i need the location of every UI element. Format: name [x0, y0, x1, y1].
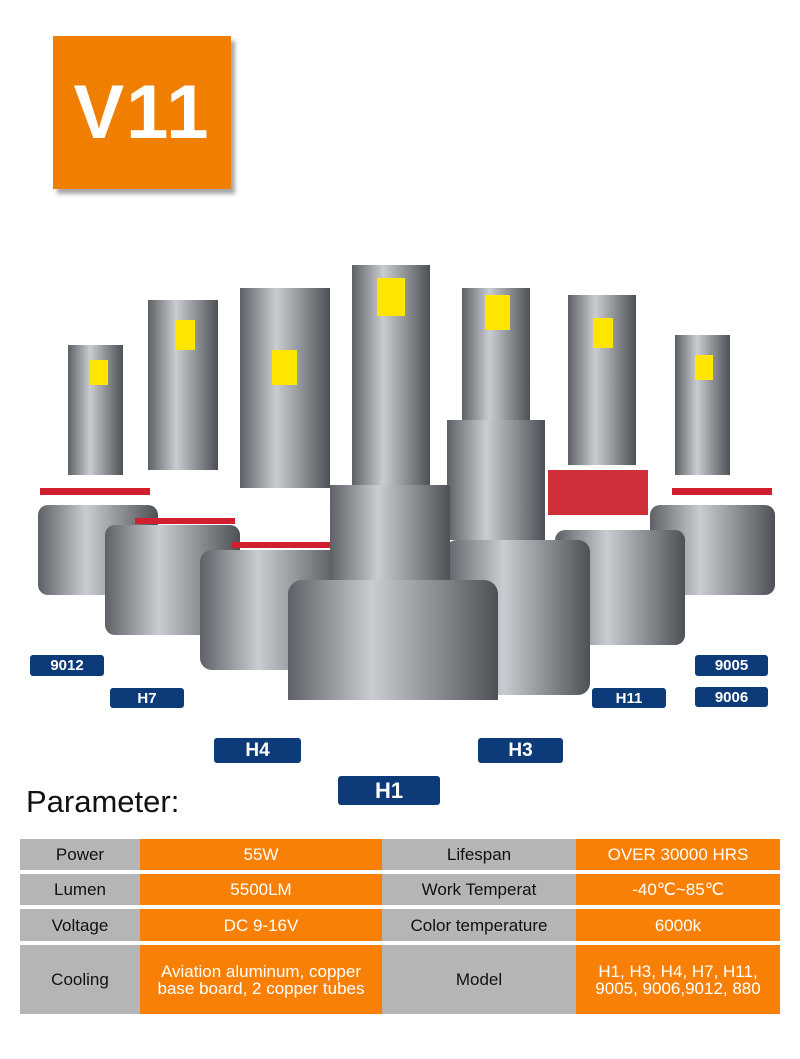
param-label: Lifespan [382, 839, 576, 870]
section-title: Parameter: [26, 784, 180, 819]
bulbs-illustration [38, 265, 775, 700]
param-value: DC 9-16V [140, 909, 382, 941]
param-value: OVER 30000 HRS [576, 839, 780, 870]
model-tag-9006: 9006 [695, 687, 768, 707]
param-label: Model [382, 945, 576, 1014]
param-value: Aviation aluminum, copper base board, 2 … [140, 945, 382, 1014]
model-tag-h3: H3 [478, 738, 563, 763]
table-row: Voltage DC 9-16V Color temperature 6000k [20, 909, 780, 941]
model-tag-9012: 9012 [30, 655, 104, 676]
model-tag-h7: H7 [110, 688, 184, 708]
bulb-h1 [288, 265, 498, 700]
model-tag-h4: H4 [214, 738, 301, 763]
model-tag-h11: H11 [592, 688, 666, 708]
param-value: -40℃~85℃ [576, 874, 780, 905]
param-label: Color temperature [382, 909, 576, 941]
param-value: H1, H3, H4, H7, H11, 9005, 9006,9012, 88… [576, 945, 780, 1014]
param-label: Power [20, 839, 140, 870]
param-value: 55W [140, 839, 382, 870]
param-value: 5500LM [140, 874, 382, 905]
param-label: Lumen [20, 874, 140, 905]
table-row: Power 55W Lifespan OVER 30000 HRS [20, 839, 780, 870]
model-tag-h1: H1 [338, 776, 440, 805]
param-value: 6000k [576, 909, 780, 941]
param-label: Cooling [20, 945, 140, 1014]
param-label: Work Temperat [382, 874, 576, 905]
param-label: Voltage [20, 909, 140, 941]
parameter-table: Power 55W Lifespan OVER 30000 HRS Lumen … [20, 835, 780, 1018]
table-row: Lumen 5500LM Work Temperat -40℃~85℃ [20, 874, 780, 905]
table-row: Cooling Aviation aluminum, copper base b… [20, 945, 780, 1014]
model-tag-9005: 9005 [695, 655, 768, 676]
model-badge: V11 [53, 36, 231, 189]
